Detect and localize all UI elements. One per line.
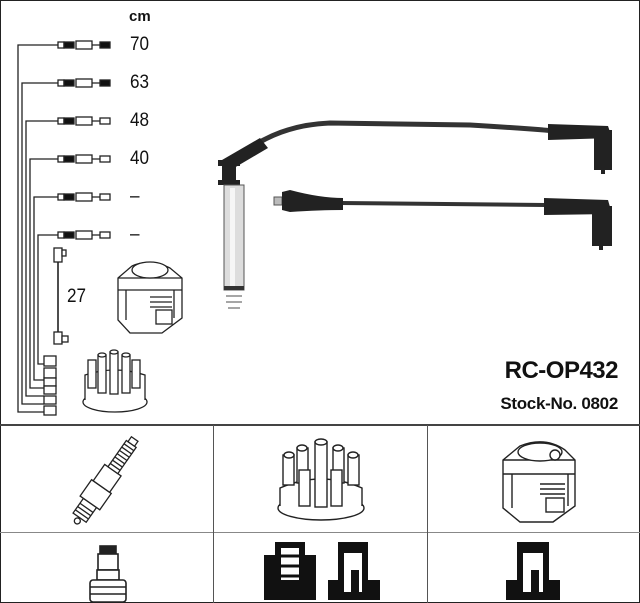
lead-length-2: 63: [130, 72, 150, 93]
wire-harness-icon: [17, 40, 111, 416]
unit-label: cm: [129, 8, 151, 25]
spark-plug-lead-short-icon: [273, 190, 612, 250]
distributor-terminal-icon: [264, 542, 316, 600]
distributor-terminal-alt-icon: [328, 542, 380, 600]
spark-plug-icon: [72, 435, 139, 525]
ignition-coil-icon: [117, 261, 183, 334]
lead-length-6: –: [130, 224, 140, 245]
spark-plug-lead-long-icon: [218, 120, 612, 309]
lead-length-4: 40: [130, 148, 150, 169]
distributor-cap-large-icon: [277, 438, 365, 521]
section-divider: [0, 424, 640, 426]
lead-length-5: –: [130, 186, 140, 207]
distributor-cap-icon: [82, 349, 148, 413]
coil-terminal-icon: [506, 542, 560, 600]
lead-length-3: 48: [130, 110, 150, 131]
row-divider: [0, 532, 640, 533]
lead-length-1: 70: [130, 34, 150, 55]
coil-lead-length: 27: [67, 286, 87, 307]
column-divider-2: [427, 425, 428, 603]
column-divider-1: [213, 425, 214, 603]
stock-number: Stock-No. 0802: [500, 394, 618, 413]
ignition-coil-large-icon: [502, 441, 576, 523]
spark-plug-terminal-icon: [89, 545, 127, 603]
part-number: RC-OP432: [504, 357, 619, 384]
